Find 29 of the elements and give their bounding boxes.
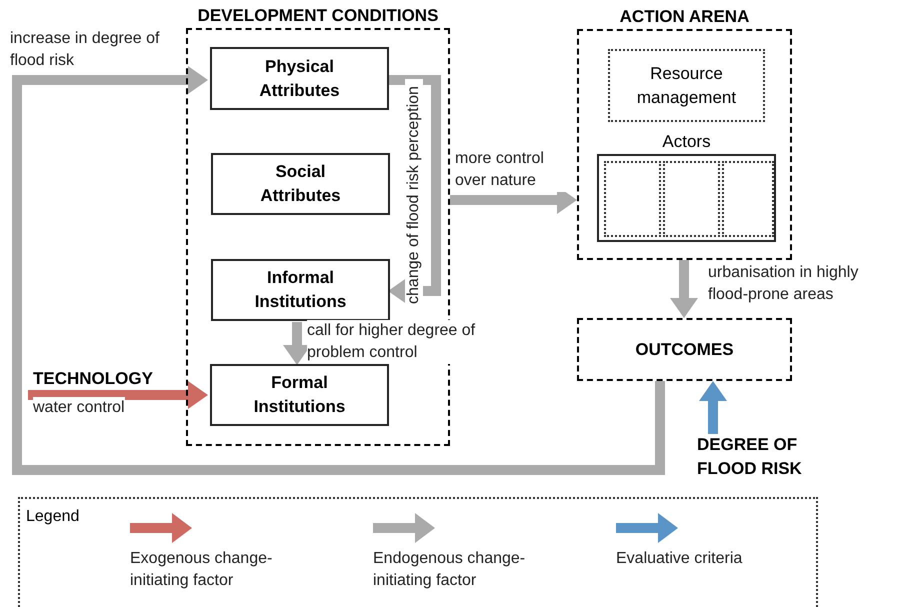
arrow — [670, 260, 698, 318]
box-label: Resource management — [636, 62, 738, 108]
dashed-box — [577, 318, 792, 381]
dotted-box — [608, 49, 765, 122]
box-label: Informal Institutions — [254, 267, 348, 313]
box-label: Social Attributes — [259, 161, 342, 207]
box-label: Formal Institutions — [252, 372, 346, 418]
factor-label: DEGREE OF FLOOD RISK — [697, 434, 803, 480]
legend-text: Exogenous change-initiating factor — [130, 549, 274, 591]
panel-heading: ACTION ARENA — [620, 8, 750, 25]
factor-label: TECHNOLOGY — [33, 368, 153, 390]
legend-text: Endogenous change-initiating factor — [373, 549, 526, 591]
panel-heading: DEVELOPMENT CONDITIONS — [198, 7, 438, 24]
arrow — [387, 75, 441, 305]
box-label: OUTCOMES — [635, 338, 734, 360]
panel-heading: Actors — [662, 133, 711, 150]
process-box — [211, 259, 390, 321]
arrow — [12, 66, 665, 475]
box-label: Physical Attributes — [258, 56, 341, 102]
legend-text: Evaluative criteria — [616, 549, 744, 569]
process-box — [210, 47, 389, 110]
empty-box — [722, 161, 774, 237]
process-box — [210, 364, 389, 426]
legend-title: Legend — [26, 507, 80, 527]
empty-box — [604, 161, 661, 237]
empty-box — [663, 161, 720, 237]
process-box — [211, 153, 390, 215]
arrow — [699, 381, 727, 434]
arrow — [28, 381, 208, 409]
